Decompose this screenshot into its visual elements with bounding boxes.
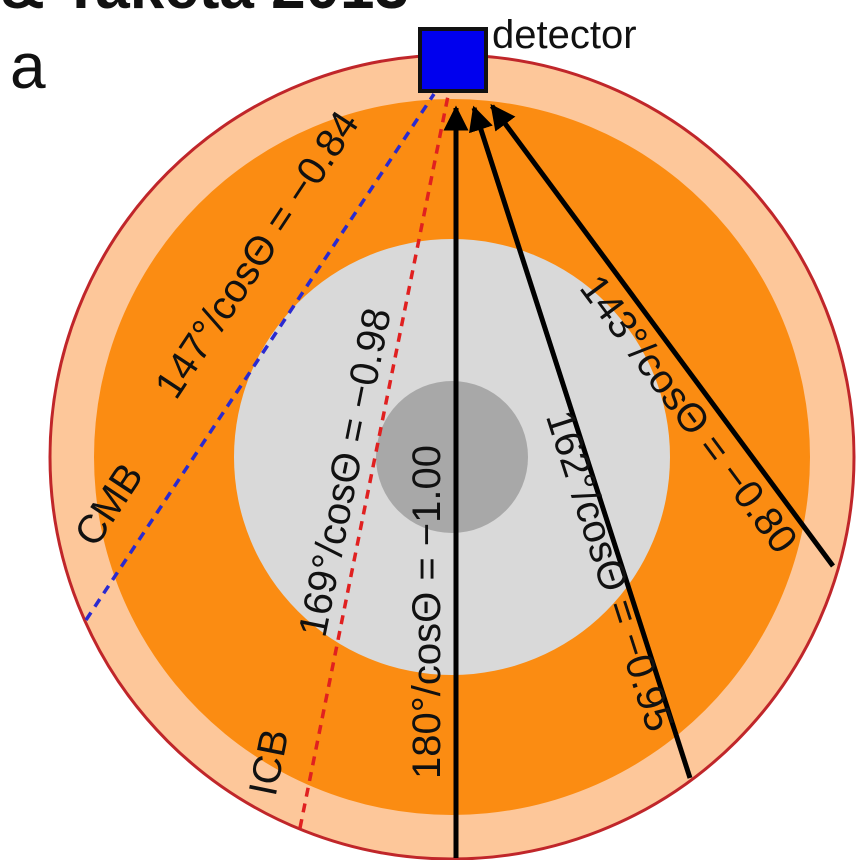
- inner-core-layer: [376, 381, 528, 533]
- detector-label: detector: [492, 13, 637, 57]
- solid-rays: [443, 103, 836, 858]
- rays: [84, 93, 450, 829]
- ray-143-line: [489, 103, 836, 568]
- ray-169-line: [298, 95, 450, 829]
- ray-180-label: 180°/cosΘ = −1.00: [405, 445, 449, 779]
- detector-box: [418, 27, 488, 93]
- header-fragment: & Taketa 2013: [0, 0, 409, 22]
- panel-label: a: [10, 30, 46, 102]
- earth: [48, 53, 856, 860]
- ray-162-line: [469, 105, 693, 779]
